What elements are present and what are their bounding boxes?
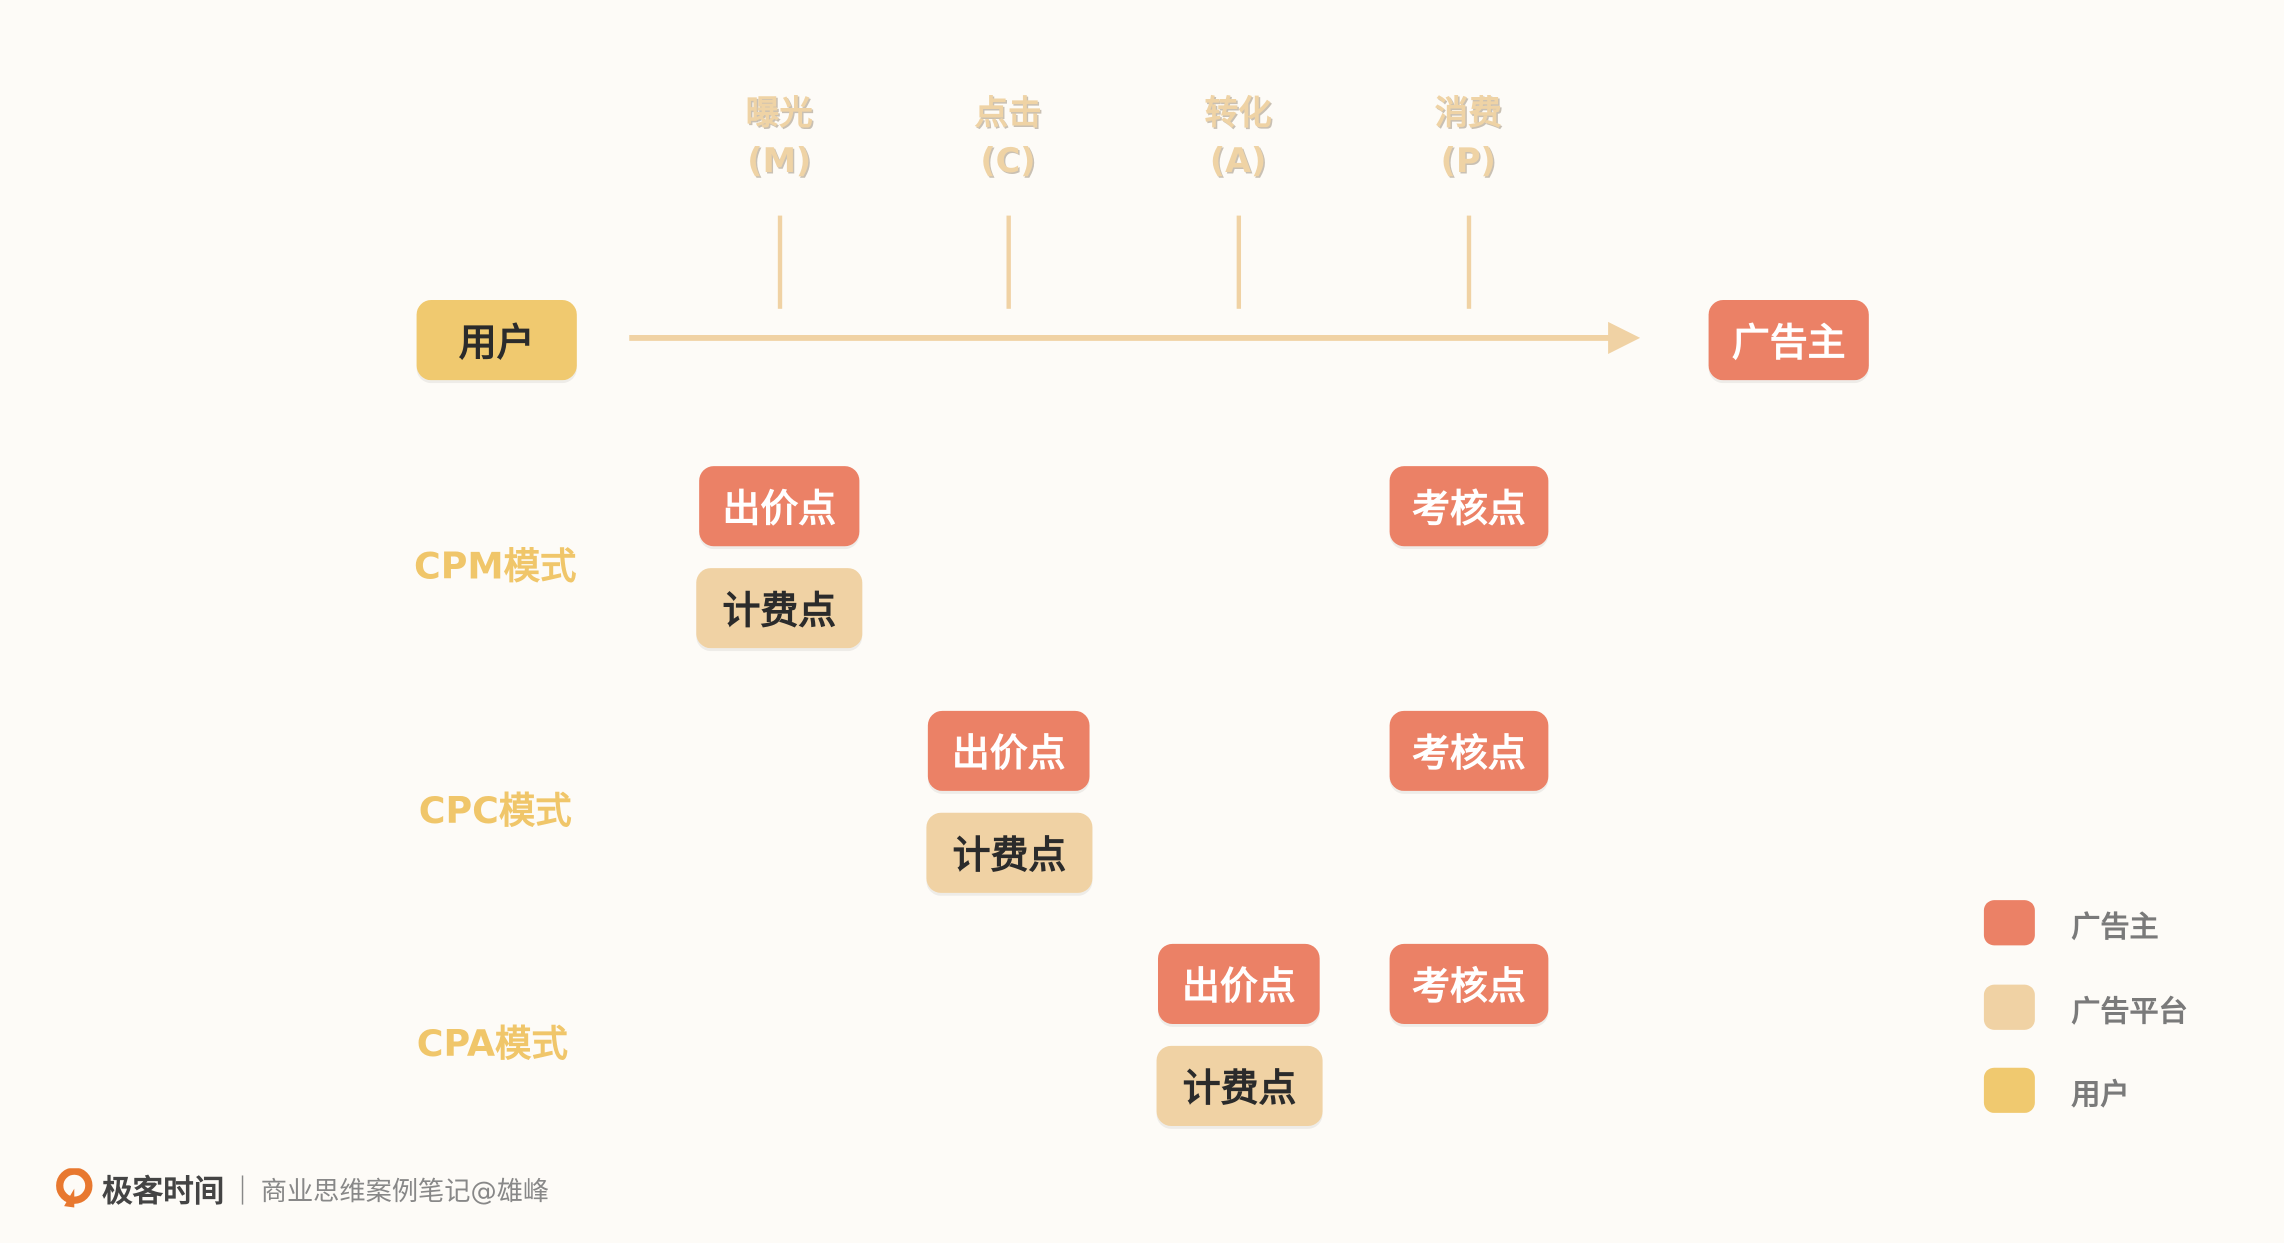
stage-name: 转化 <box>1204 94 1272 133</box>
legend-label: 广告主 <box>2071 908 2159 944</box>
stage-name: 点击 <box>974 94 1042 133</box>
stage-code: (C) <box>980 142 1036 181</box>
user-node: 用户 <box>416 300 577 381</box>
advertiser-node: 广告主 <box>1708 300 1869 381</box>
stage-conversion: 转化 (A) <box>1165 90 1311 186</box>
row-label-cpa: CPA模式 <box>416 1022 568 1065</box>
row-label-cpc: CPC模式 <box>418 789 572 832</box>
assess-point: 考核点 <box>1389 943 1549 1024</box>
bid-point: 出价点 <box>927 710 1090 791</box>
legend-swatch-user <box>1983 1067 2035 1113</box>
charge-point: 计费点 <box>1156 1045 1323 1126</box>
stage-impression: 曝光 (M) <box>706 90 852 186</box>
row-label-cpm: CPM模式 <box>413 544 577 588</box>
assess-point: 考核点 <box>1389 710 1549 791</box>
footer-text: 商业思维案例笔记@雄峰 <box>260 1176 550 1208</box>
geektime-logo-icon <box>56 1168 93 1208</box>
stage-code: (A) <box>1209 142 1267 181</box>
charge-point: 计费点 <box>696 568 863 649</box>
stage-divider <box>1006 215 1011 309</box>
legend-swatch-platform <box>1983 984 2035 1030</box>
assess-point: 考核点 <box>1389 466 1549 547</box>
footer-divider <box>241 1175 244 1205</box>
stage-code: (M) <box>747 142 812 181</box>
bid-point: 出价点 <box>1157 943 1320 1024</box>
stage-name: 消费 <box>1434 94 1502 133</box>
stage-divider <box>1236 215 1242 309</box>
bid-point: 出价点 <box>699 466 860 547</box>
stage-consumption: 消费 (P) <box>1395 90 1541 186</box>
legend-label: 广告平台 <box>2071 993 2188 1029</box>
stage-click: 点击 (C) <box>935 90 1081 186</box>
footer-brand: 极客时间 <box>101 1174 225 1209</box>
legend-label: 用户 <box>2071 1076 2130 1112</box>
stage-divider <box>1466 215 1472 309</box>
legend-swatch-advertiser <box>1983 900 2035 946</box>
stage-name: 曝光 <box>745 94 813 133</box>
flow-arrow <box>629 321 1641 354</box>
footer: 极客时间 商业思维案例笔记@雄峰 <box>55 1168 549 1212</box>
stage-code: (P) <box>1440 142 1496 181</box>
stage-divider <box>777 215 783 309</box>
charge-point: 计费点 <box>926 812 1093 893</box>
